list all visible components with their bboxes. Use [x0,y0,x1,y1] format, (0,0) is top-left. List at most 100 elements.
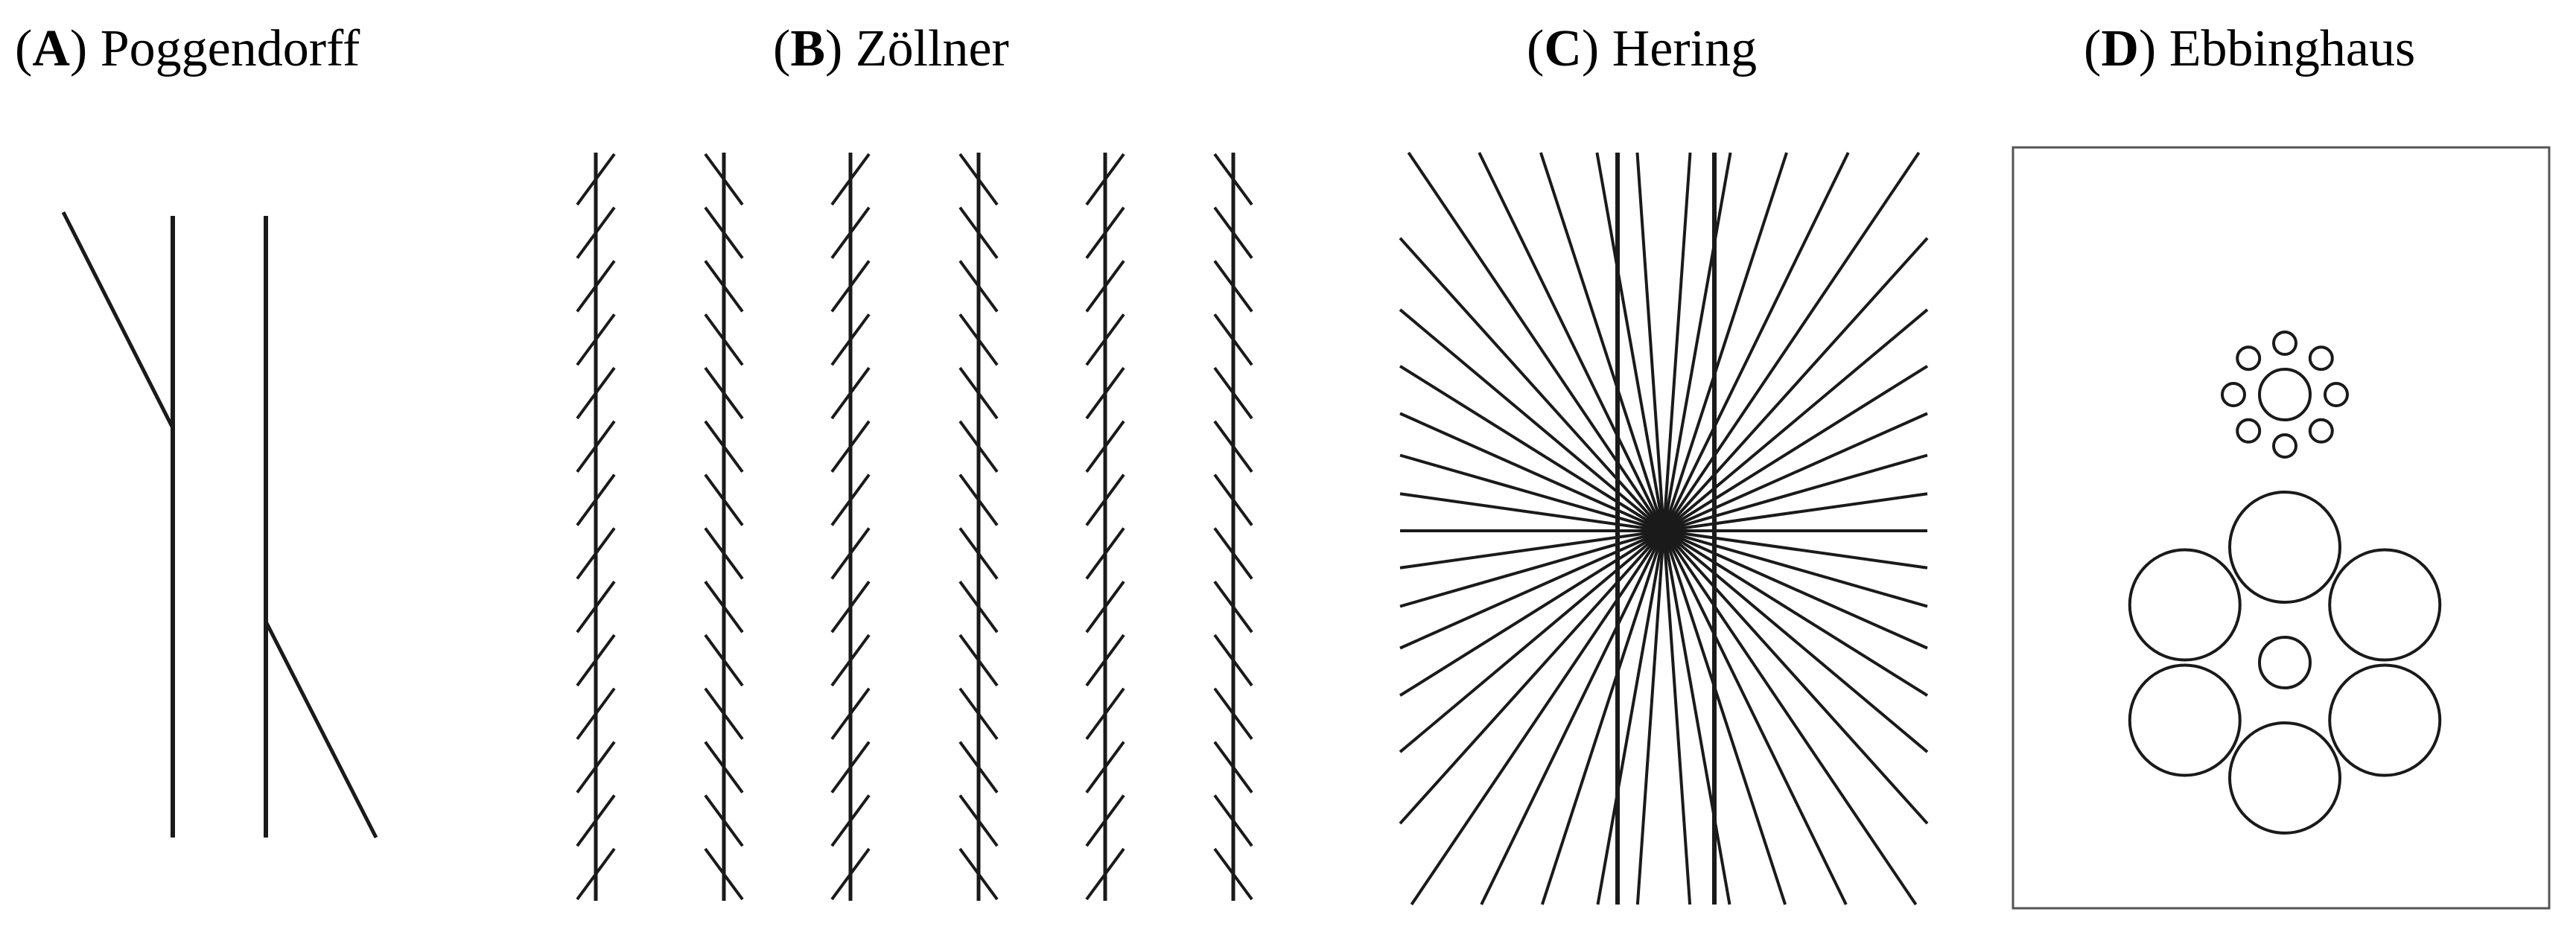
hering-radial-line [1662,530,1848,905]
ebbinghaus-small-surround-circle [2236,345,2262,371]
hering-radial-line [1399,529,1664,608]
zollner-hatch-line [576,206,616,259]
zollner-hatch-line [958,153,999,206]
hering-radial-line [1663,529,1928,650]
zollner-hatch-line [1213,473,1253,526]
ebbinghaus-small-surround-circle [2272,331,2297,356]
zollner-hatch-line [1085,366,1125,420]
poggendorff-lower-oblique [264,620,378,839]
zollner-hatch-line [830,260,871,313]
hering-radial-line [1663,492,1928,532]
zollner-hatch-line [830,473,871,526]
hering-radial-line [1478,152,1665,532]
zollner-hatch-line [704,260,744,313]
zollner-hatch-line [958,313,999,366]
zollner-hatch-line [576,260,616,313]
zollner-hatch-line [958,741,999,794]
zollner-hatch-line [1213,741,1253,794]
zollner-hatch-line [1213,687,1253,740]
zollner-hatch-line [958,794,999,847]
ebbinghaus-small-surround-circle [2324,382,2349,407]
zollner-hatch-line [1085,260,1125,313]
hering-radial-line [1407,151,1665,532]
zollner-hatch-line [704,153,744,206]
hering-radial-line [1662,530,1692,905]
hering-radial-line [1662,308,1929,532]
ebbinghaus-large-surround-circle [2328,548,2442,662]
zollner-hatch-line [1213,153,1253,206]
ebbinghaus-large-surround-circle [2228,491,2341,604]
zollner-hatch-line [1085,687,1125,740]
hering-radial-line [1399,453,1664,532]
panel-d-letter: D [2101,20,2139,77]
hering-radial-line [1399,308,1665,532]
panel-c-title: (C) Hering [1527,20,1758,77]
zollner-hatch-line [1213,847,1253,901]
zollner-hatch-line [830,741,871,794]
ebbinghaus-top-center-circle [2258,368,2312,421]
zollner-hatch-line [704,847,744,901]
hering-radial-line [1662,151,1921,532]
hering-radial-line [1595,152,1665,532]
zollner-hatch-line [704,634,744,687]
panel-a-title: (A) Poggendorff [15,20,360,77]
panel-b-letter: B [790,20,826,77]
hering-radial-line [1635,152,1665,532]
zollner-hatch-line [830,580,871,634]
ebbinghaus-large-surround-circle [2228,721,2341,835]
zollner-hatch-line [576,153,616,206]
zollner-hatch-line [576,473,616,526]
zollner-hatch-line [830,847,871,901]
hering-radial-line [1662,152,1850,532]
hering-radial-line [1662,237,1929,532]
hering-radial-line [1662,530,1787,905]
zollner-hatch-line [576,687,616,740]
hering-radial-line [1663,529,1928,608]
zollner-hatch-line [576,527,616,580]
hering-radial-line [1662,530,1731,905]
poggendorff-upper-oblique [61,211,175,430]
zollner-hatch-line [704,420,744,473]
hering-radial-line [1399,237,1665,532]
ebbinghaus-frame [2011,146,2551,910]
zollner-hatch-line [830,366,871,420]
zollner-hatch-line [704,366,744,420]
zollner-hatch-line [576,794,616,847]
zollner-hatch-line [704,794,744,847]
zollner-hatch-line [958,473,999,526]
hering-radial-line [1662,529,1929,825]
zollner-hatch-line [1085,794,1125,847]
zollner-hatch-line [704,527,744,580]
panel-b-title: (B) Zöllner [773,20,1009,77]
ebbinghaus-small-surround-circle [2236,418,2262,444]
zollner-hatch-line [830,794,871,847]
panel-a-name: Poggendorff [100,20,360,77]
ebbinghaus-large-surround-circle [2328,663,2442,777]
zollner-hatch-line [958,580,999,634]
zollner-hatch-line [576,580,616,634]
zollner-hatch-line [958,527,999,580]
zollner-hatch-line [704,473,744,526]
zollner-hatch-line [958,420,999,473]
zollner-hatch-line [1213,634,1253,687]
zollner-hatch-line [1213,580,1253,634]
hering-radial-line [1662,152,1788,532]
ebbinghaus-illusion [2011,146,2551,910]
hering-radial-line [1662,365,1929,532]
zollner-hatch-line [1213,420,1253,473]
panel-c-letter: C [1544,20,1582,77]
zollner-hatch-line [1213,794,1253,847]
zollner-hatch-line [576,634,616,687]
zollner-hatch-line [958,366,999,420]
zollner-hatch-line [1085,634,1125,687]
zollner-illusion [576,153,1253,901]
hering-radial-line [1662,529,1918,906]
hering-radial-line [1662,529,1929,753]
zollner-hatch-line [1085,741,1125,794]
ebbinghaus-small-surround-circle [2272,433,2297,459]
poggendorff-illusion [61,211,378,839]
zollner-hatch-line [1213,366,1253,420]
zollner-hatch-line [576,420,616,473]
ebbinghaus-small-surround-circle [2221,382,2246,407]
